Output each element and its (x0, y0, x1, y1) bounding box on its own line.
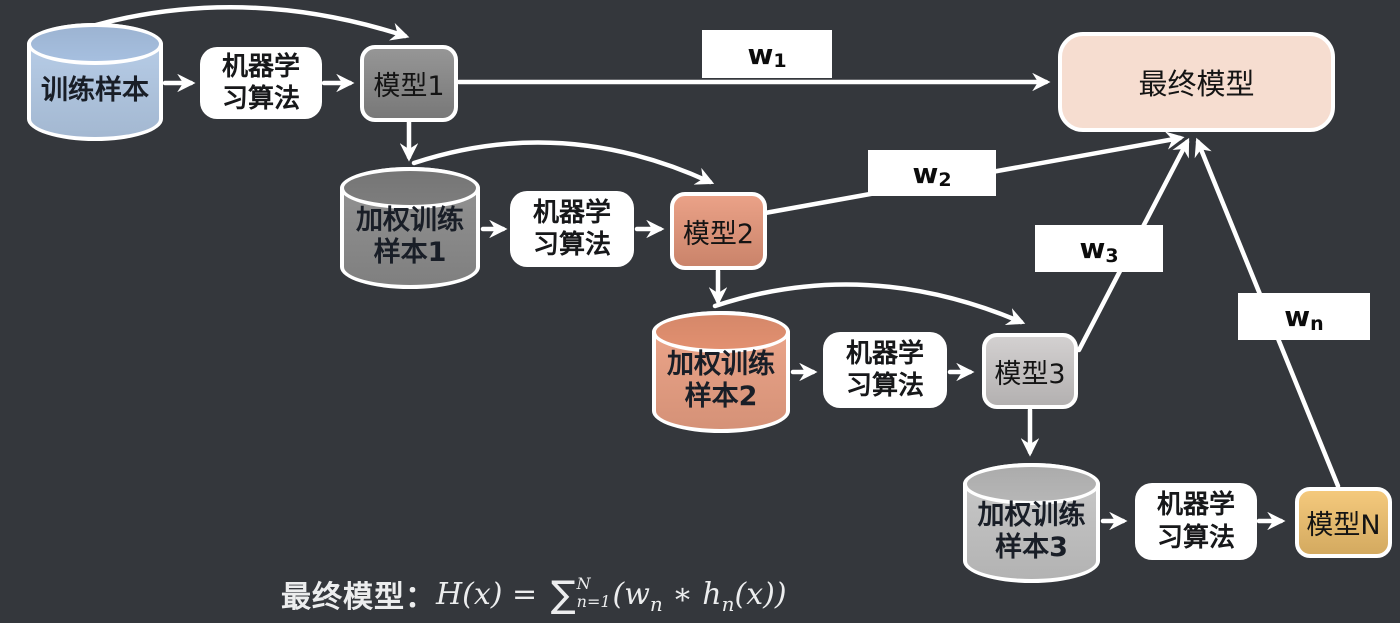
formula-term: (w (612, 576, 650, 612)
ml-algorithm-box-4: 机器学 习算法 (1135, 483, 1257, 560)
model-1-box: 模型1 (360, 45, 458, 122)
cylinder-label-line1: 加权训练 (667, 349, 775, 381)
weight-base: w (912, 156, 939, 190)
cylinder-label-line2: 样本2 (684, 381, 758, 412)
arrow-samples-to-model1-arc (89, 4, 410, 41)
ml-algorithm-box-1: 机器学 习算法 (200, 47, 322, 119)
formula-subscript: n (649, 591, 663, 616)
formula-rhs: (wn ∗ hn(x)) (612, 576, 787, 614)
cylinder-label-line2: 样本1 (373, 237, 447, 268)
arrow-cyl2-to-model3-arc (712, 282, 1026, 326)
ml-box-line1: 机器学 (1156, 490, 1235, 520)
model-2-box: 模型2 (670, 192, 767, 270)
cylinder-lid (963, 463, 1100, 505)
arrow-cyl1-to-model2-arc (411, 140, 715, 185)
final-model-box: 最终模型 (1058, 32, 1335, 132)
cylinder-label: 加权训练 样本3 (963, 463, 1100, 583)
formula-sum-limits: N n=1 (576, 573, 611, 612)
cylinder-label: 加权训练 样本1 (340, 167, 480, 289)
cylinder-label-line1: 加权训练 (356, 205, 464, 237)
ml-box-line2: 习算法 (532, 230, 611, 260)
cylinder-label: 加权训练 样本2 (652, 311, 790, 433)
formula-sigma: ∑ (550, 572, 576, 616)
cylinder-label-line1: 训练样本 (41, 75, 149, 107)
weight-base: w (1079, 232, 1106, 265)
formula-subscript: n (721, 591, 735, 616)
weighted-samples-1-cylinder: 加权训练 样本1 (340, 167, 480, 289)
final-model-formula: 最终模型： H(x) = ∑ N n=1 (wn ∗ hn(x)) (281, 572, 787, 616)
ml-box-line1: 机器学 (532, 197, 611, 228)
cylinder-label-line1: 加权训练 (977, 500, 1086, 532)
model-label: 模型N (1306, 510, 1381, 541)
ml-box-line2: 习算法 (221, 84, 300, 114)
ml-box-line2: 习算法 (845, 371, 924, 401)
ml-box-line1: 机器学 (221, 51, 300, 82)
model-n-box: 模型N (1295, 487, 1392, 558)
formula-term: (x)) (734, 576, 787, 612)
weighted-samples-3-cylinder: 加权训练 样本3 (963, 463, 1100, 583)
cylinder-label-line2: 样本3 (995, 532, 1068, 563)
cylinder-lid (27, 23, 163, 65)
ml-algorithm-box-2: 机器学 习算法 (510, 191, 634, 267)
weight-base: w (1284, 300, 1311, 333)
cylinder-lid (340, 167, 480, 209)
model-3-box: 模型3 (982, 333, 1078, 409)
formula-term: ∗ h (662, 576, 722, 612)
formula-prefix: 最终模型： (281, 580, 436, 615)
ml-algorithm-box-3: 机器学 习算法 (823, 332, 947, 408)
model-label: 模型2 (682, 218, 755, 250)
ml-box-line2: 习算法 (1156, 522, 1235, 553)
model-label: 模型3 (994, 358, 1066, 390)
ml-box-line1: 机器学 (845, 338, 924, 369)
formula-sum-upper: N (576, 573, 591, 593)
formula-sum-lower: n=1 (576, 592, 611, 611)
cylinder-lid (652, 311, 790, 353)
final-model-label: 最终模型 (1138, 67, 1255, 101)
formula-lhs: H(x) = (436, 576, 547, 612)
weighted-samples-2-cylinder: 加权训练 样本2 (652, 311, 790, 433)
cylinder-label: 训练样本 (27, 23, 163, 141)
training-samples-cylinder: 训练样本 (27, 23, 163, 141)
weight-base: w (747, 37, 774, 71)
model-label: 模型1 (373, 71, 445, 102)
